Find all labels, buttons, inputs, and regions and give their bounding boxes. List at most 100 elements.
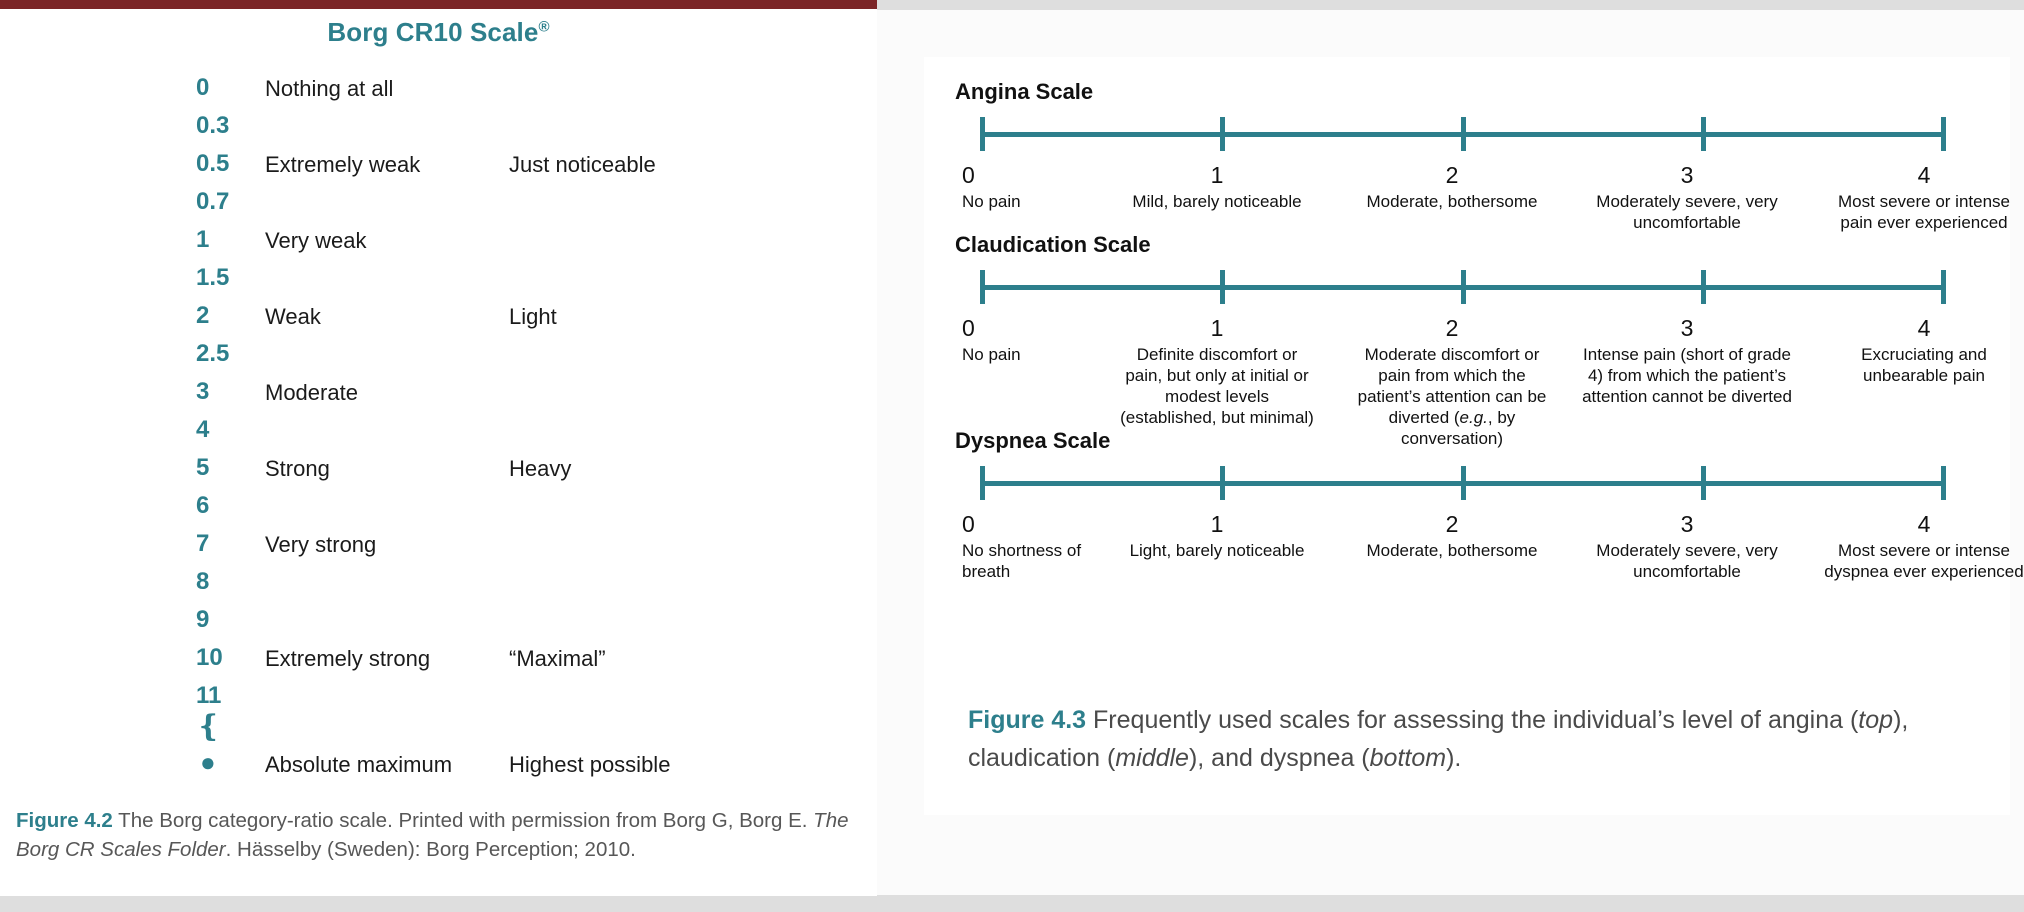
figure-4-3-italic-top: top	[1858, 706, 1894, 734]
scale-tick	[1460, 270, 1466, 304]
scale-point-description: Definite discomfort or pain, but only at…	[1120, 345, 1314, 427]
scale-point-number: 1	[1210, 511, 1224, 537]
scale-tick	[980, 270, 985, 304]
scale-point-description: No pain	[962, 192, 1021, 211]
borg-rating-value: 0	[196, 74, 210, 101]
borg-rating-label-secondary: Light	[509, 304, 557, 329]
borg-scale-row: 0.3	[0, 112, 877, 150]
figure-4-3-text-4: ).	[1446, 744, 1462, 772]
borg-scale-row: 8	[0, 568, 877, 606]
borg-rating-label-primary: Very strong	[265, 532, 377, 557]
figure-4-2-text-1: The Borg category-ratio scale. Printed w…	[112, 809, 814, 832]
borg-scale-row: 1 Very weak	[0, 226, 877, 264]
borg-rating-label-secondary: Highest possible	[509, 752, 671, 777]
borg-rating-value: 5	[196, 454, 210, 481]
scale-point-number: 4	[1917, 315, 1931, 341]
borg-scale-row: 2 Weak Light	[0, 302, 877, 340]
borg-rating-label-primary: Extremely strong	[265, 646, 431, 671]
borg-rating-value: 6	[196, 492, 210, 519]
scale-point-number: 4	[1917, 511, 1931, 537]
scale-tick	[1220, 270, 1226, 304]
borg-rating-label-primary: Absolute maximum	[265, 752, 453, 777]
scale-tick	[1700, 270, 1706, 304]
figure-4-2-label: Figure 4.2	[16, 809, 113, 832]
borg-rating-value: 8	[196, 568, 210, 595]
borg-scale-row: ❴	[0, 712, 877, 750]
scale-point-description: No pain	[962, 345, 1021, 364]
scale-point-number: 3	[1680, 511, 1694, 537]
borg-scale-row: 1.5	[0, 264, 877, 302]
borg-rating-value: 11	[196, 682, 222, 709]
scale-tick	[1220, 117, 1226, 151]
borg-scale-row: 11	[0, 682, 877, 720]
scale-point-number: 2	[1445, 162, 1459, 188]
borg-rating-label-primary: Strong	[265, 456, 330, 481]
scale-point-description: Excruciating and unbearable pain	[1861, 345, 1987, 385]
borg-scale-row: 4	[0, 416, 877, 454]
scale-point-number: 4	[1917, 162, 1931, 188]
borg-rating-value: 2	[196, 302, 210, 329]
borg-rating-value: 4	[196, 416, 210, 443]
borg-rating-label-primary: Weak	[265, 304, 321, 329]
borg-scale-row: 2.5	[0, 340, 877, 378]
borg-scale-row: 6	[0, 492, 877, 530]
scale-point-number: 1	[1210, 315, 1224, 341]
borg-rating-value: 7	[196, 530, 210, 557]
figure-4-2-text-2: . Hässelby (Sweden): Borg Perception; 20…	[225, 838, 636, 861]
scale-point-description-italic: e.g.	[1459, 408, 1488, 427]
borg-rating-value: 1	[196, 226, 210, 253]
scale-point-number: 3	[1680, 315, 1694, 341]
scale-tick	[1700, 117, 1706, 151]
borg-rating-value: 1.5	[196, 264, 230, 291]
scale-point-number: 0	[962, 315, 975, 341]
scale-point-description: Moderately severe, very uncomfortable	[1596, 541, 1778, 581]
borg-rating-value: 9	[196, 606, 210, 633]
scale-tick	[1460, 117, 1466, 151]
scale-tick	[980, 117, 985, 151]
scale-point-description: Moderate, bothersome	[1366, 192, 1538, 211]
scale-title: Claudication Scale	[955, 232, 1151, 257]
scale-point-description: Most severe or intense dyspnea ever expe…	[1824, 541, 2024, 581]
borg-scale-row: 9	[0, 606, 877, 644]
borg-rating-value: 0.5	[196, 150, 230, 177]
figure-4-3-text-3: ), and dyspnea (	[1188, 744, 1370, 772]
scale-point-number: 2	[1445, 511, 1459, 537]
borg-rating-label-primary: Extremely weak	[265, 152, 421, 177]
scale-point-description: Intense pain (short of grade 4) from whi…	[1582, 345, 1792, 406]
scale-point-description-pre: Moderate discomfort or pain from which t…	[1357, 345, 1547, 427]
figure-4-3-italic-bottom: bottom	[1369, 744, 1447, 772]
borg-rating-label-primary: Very weak	[265, 228, 367, 253]
borg-scale-row: 0.7	[0, 188, 877, 226]
borg-rating-value: 3	[196, 378, 210, 405]
borg-scale-title-text: Borg CR10 Scale	[327, 17, 539, 47]
scale-point-description: Light, barely noticeable	[1129, 541, 1305, 560]
scale-point-description-post: , by conversation)	[1400, 408, 1516, 448]
figure-4-2-italic: The Borg CR Scales Folder	[16, 809, 849, 861]
scale-point-description: Moderate, bothersome	[1366, 541, 1538, 560]
borg-rating-value: 0.3	[196, 112, 230, 139]
scale-point-number: 3	[1680, 162, 1694, 188]
scale-point-description: Most severe or intense pain ever experie…	[1838, 192, 2010, 232]
borg-scale-row: 7 Very strong	[0, 530, 877, 568]
